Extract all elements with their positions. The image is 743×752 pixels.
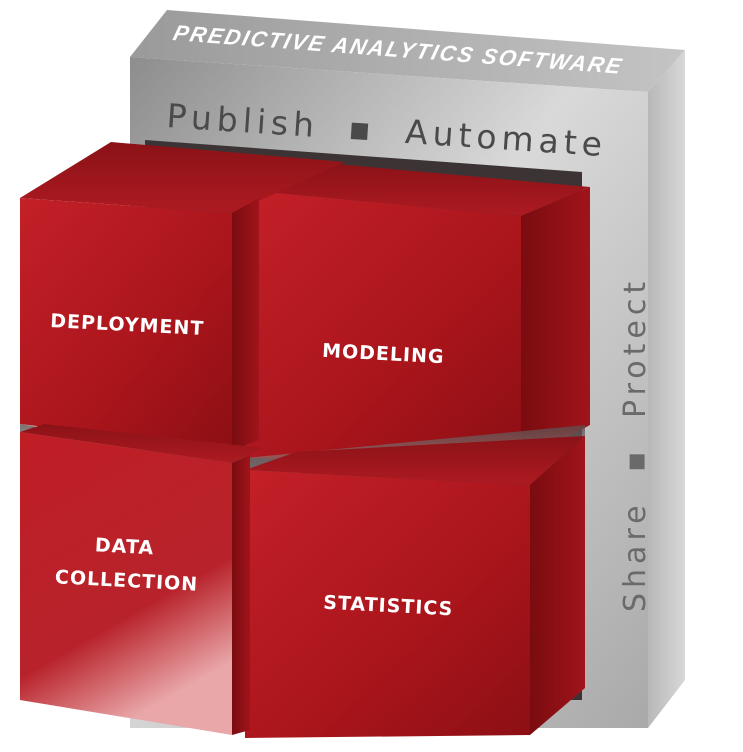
cube-modeling-top <box>245 162 590 216</box>
cube-statistics: STATISTICS <box>245 436 585 738</box>
frame-side-face <box>648 50 685 728</box>
frame-side-caption: Share ▪ Protect <box>618 277 653 612</box>
cube-data-collection: DATA COLLECTION <box>20 424 264 735</box>
cube-modeling: MODELING <box>245 162 590 462</box>
cube-deployment-front <box>20 198 232 450</box>
caption-separator: ▪ <box>347 108 377 149</box>
cube-statistics-top <box>245 436 585 485</box>
cube-data-collection-front <box>20 432 232 735</box>
cube-data-collection-line-1: DATA <box>94 534 154 559</box>
cube-modeling-side <box>521 187 590 462</box>
cube-data-collection-top <box>20 424 264 463</box>
cube-deployment-side <box>232 198 259 450</box>
cube-data-collection-side <box>232 455 250 735</box>
frame-top-face <box>130 10 685 92</box>
side-word-protect: Protect <box>618 277 653 418</box>
cube-deployment: DEPLOYMENT <box>20 142 345 450</box>
cube-statistics-side <box>530 436 585 735</box>
side-separator: ▪ <box>618 447 653 472</box>
cube-deployment-top <box>20 142 345 213</box>
cube-modeling-front <box>245 190 521 462</box>
side-word-share: Share <box>618 500 653 612</box>
cube-statistics-front <box>245 470 530 738</box>
